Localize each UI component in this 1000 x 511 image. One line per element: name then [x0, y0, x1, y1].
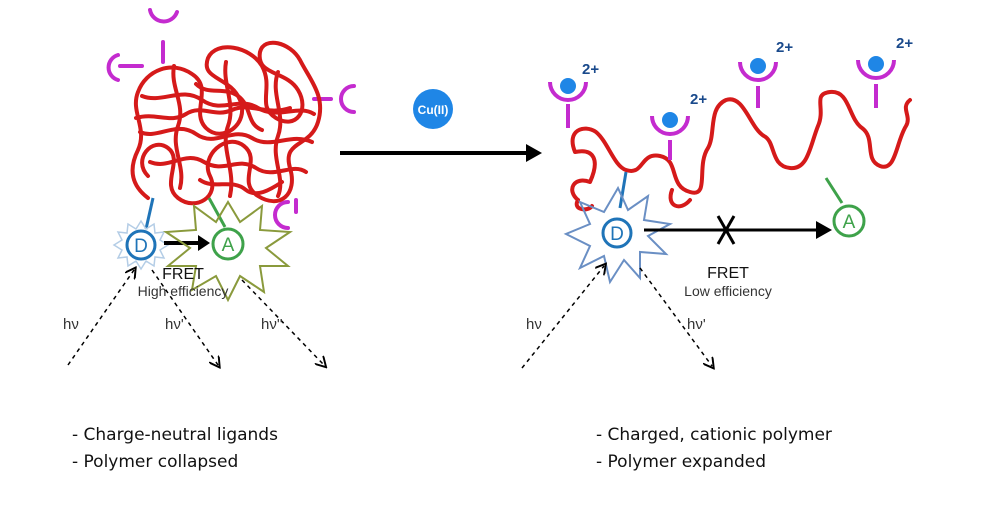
fret-transfer-arrow-right — [644, 221, 832, 239]
ligand-icon — [548, 81, 588, 102]
hv-donor-right: hν' — [687, 316, 706, 333]
acceptor-dye-left: A — [162, 200, 294, 303]
fret-subtitle-left: High efficiency — [138, 283, 229, 299]
ligand-icon — [148, 8, 179, 64]
right-bullet-1: - Charged, cationic polymer — [596, 425, 832, 445]
fret-title-left: FRET — [162, 266, 204, 283]
cu-reagent-badge: Cu(II) — [413, 89, 453, 129]
acceptor-label-left: A — [222, 235, 235, 256]
ligand-icon — [312, 84, 356, 114]
acceptor-label-right: A — [843, 212, 856, 233]
charged-ligand: 2+ — [650, 91, 707, 160]
metal-ion-icon — [868, 56, 884, 72]
charge-label: 2+ — [582, 61, 599, 78]
ligand-icon — [650, 115, 690, 136]
right-bullet-2: - Polymer expanded — [596, 452, 767, 472]
right-ligands: 2+ 2+ 2+ 2+ — [548, 35, 913, 160]
donor-linker — [618, 171, 628, 209]
donor-circle-icon — [125, 229, 157, 261]
hv-acceptor-left: hν'' — [261, 316, 283, 333]
charged-ligand: 2+ — [738, 39, 793, 108]
donor-label-right: D — [610, 224, 624, 245]
acceptor-dye-right: A — [832, 204, 866, 238]
ligand-icon — [856, 59, 896, 80]
excitation-arrow-right — [521, 266, 604, 369]
acceptor-circle-icon — [211, 227, 245, 261]
charged-ligand: 2+ — [548, 61, 599, 128]
excitation-arrow-left — [67, 270, 134, 366]
light-arrows-right — [521, 266, 712, 369]
cu-badge-icon — [413, 89, 453, 129]
acceptor-circle-icon — [832, 204, 866, 238]
fret-transfer-arrow-left — [164, 235, 210, 251]
hv-donor-left: hν' — [165, 316, 184, 333]
charge-label: 2+ — [776, 39, 793, 56]
charge-label: 2+ — [896, 35, 913, 52]
collapsed-polymer — [130, 40, 323, 206]
fret-subtitle-right: Low efficiency — [684, 283, 772, 299]
hv-in-left: hν — [63, 316, 79, 333]
donor-linker — [144, 197, 155, 230]
light-arrows-left — [67, 269, 324, 366]
metal-ion-icon — [662, 112, 678, 128]
ligand-icon — [738, 61, 778, 82]
acceptor-burst-icon — [162, 200, 294, 303]
ligand-icon — [273, 198, 298, 230]
reaction-arrow — [340, 144, 542, 162]
fret-title-right: FRET — [707, 265, 749, 282]
charge-label: 2+ — [690, 91, 707, 108]
acceptor-linker — [824, 177, 844, 204]
metal-ion-icon — [750, 58, 766, 74]
acceptor-linker — [207, 197, 227, 228]
donor-emission-arrow-left — [151, 269, 218, 365]
cu-label: Cu(II) — [418, 103, 449, 117]
donor-circle-icon — [601, 217, 633, 249]
donor-dye-right: D — [563, 185, 674, 285]
ligand-icon — [106, 53, 144, 82]
donor-burst-icon — [563, 185, 674, 285]
hv-in-right: hν — [526, 316, 542, 333]
charged-ligand: 2+ — [856, 35, 913, 108]
metal-ion-icon — [560, 78, 576, 94]
left-bullet-1: - Charge-neutral ligands — [72, 425, 278, 445]
donor-burst-icon — [112, 219, 170, 271]
blocked-cross-icon — [716, 215, 736, 245]
acceptor-emission-arrow-left — [241, 279, 324, 365]
left-ligands — [106, 8, 356, 230]
left-bullet-2: - Polymer collapsed — [72, 452, 239, 472]
donor-label-left: D — [134, 236, 148, 257]
donor-dye-left: D — [112, 219, 170, 271]
